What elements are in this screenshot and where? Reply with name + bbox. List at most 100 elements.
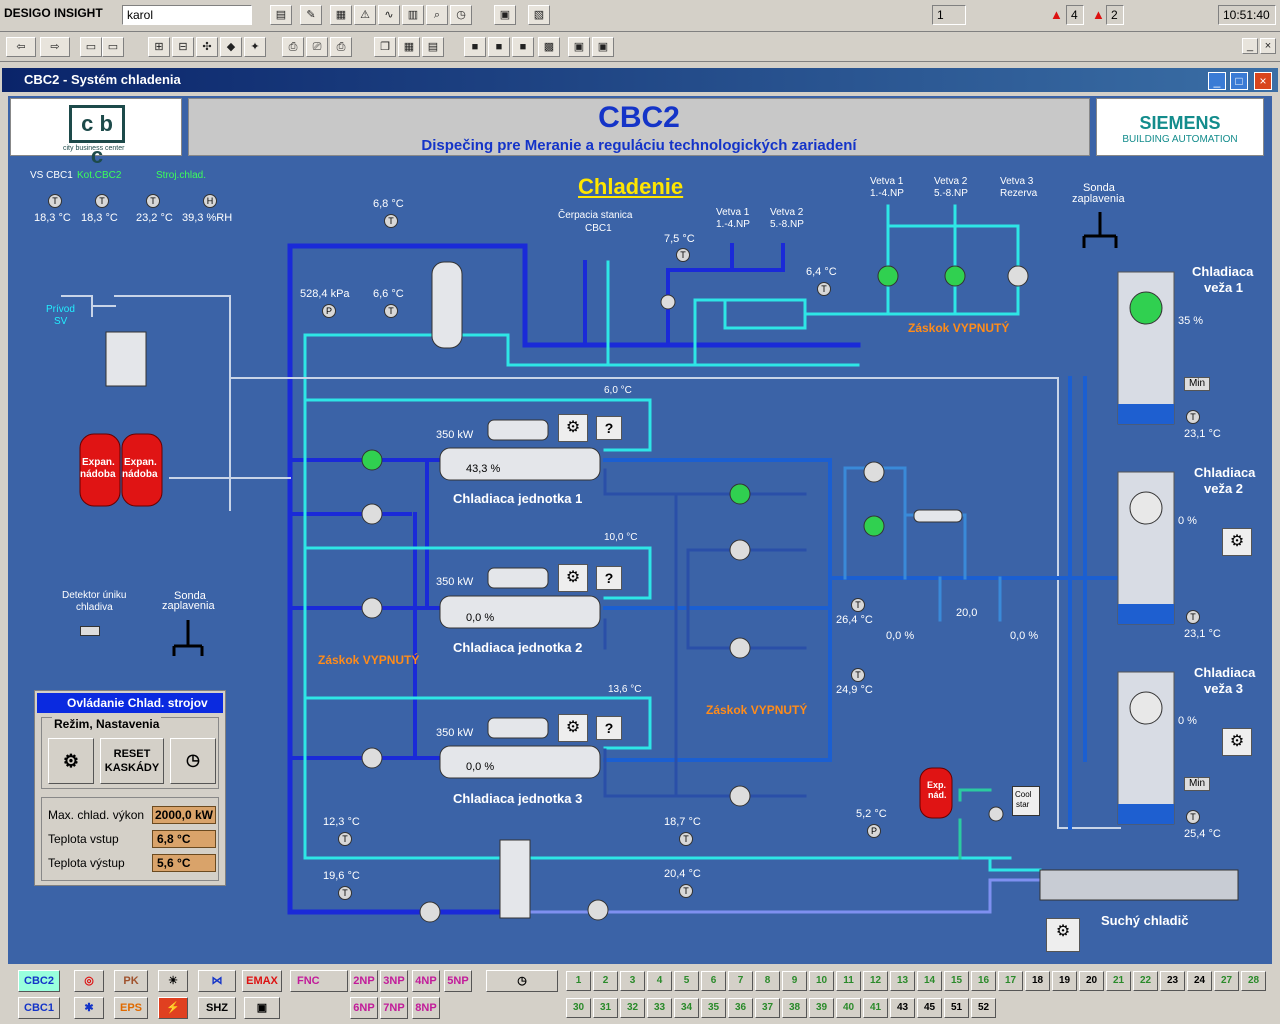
page-button-7[interactable]: 7 bbox=[728, 971, 753, 991]
square-icon[interactable]: ■ bbox=[464, 37, 486, 57]
temp-sensor-icon[interactable]: T bbox=[851, 598, 865, 612]
chiller3-name[interactable]: Chladiaca jednotka 3 bbox=[453, 791, 583, 806]
alarm-bell-icon-2[interactable]: ▲ bbox=[1092, 7, 1105, 22]
settings-icon[interactable]: ⚙ bbox=[558, 564, 588, 592]
page-button-38[interactable]: 38 bbox=[782, 998, 807, 1018]
page-button-21[interactable]: 21 bbox=[1106, 971, 1131, 991]
alarm-bell-icon[interactable]: ▲ bbox=[1050, 7, 1063, 22]
table-icon[interactable]: ▦ bbox=[398, 37, 420, 57]
user-field[interactable]: karol bbox=[122, 5, 252, 25]
temp-sensor-icon[interactable]: T bbox=[95, 194, 109, 208]
page-button-35[interactable]: 35 bbox=[701, 998, 726, 1018]
page-button-20[interactable]: 20 bbox=[1079, 971, 1104, 991]
page-button-52[interactable]: 52 bbox=[971, 998, 996, 1018]
copy-icon[interactable]: ❐ bbox=[374, 37, 396, 57]
nav-pk[interactable]: PK bbox=[114, 970, 148, 992]
page-button-22[interactable]: 22 bbox=[1133, 971, 1158, 991]
page-button-6[interactable]: 6 bbox=[701, 971, 726, 991]
chiller1-name[interactable]: Chladiaca jednotka 1 bbox=[453, 491, 583, 506]
temp-sensor-icon[interactable]: T bbox=[338, 832, 352, 846]
minimize-icon[interactable]: _ bbox=[1242, 38, 1258, 54]
bell-icon[interactable]: ⚠ bbox=[354, 5, 376, 25]
app-name[interactable]: DESIGO INSIGHT bbox=[4, 6, 103, 20]
mode-settings-button[interactable]: ⚙ bbox=[48, 738, 94, 784]
page-button-19[interactable]: 19 bbox=[1052, 971, 1077, 991]
help-icon[interactable]: ? bbox=[596, 566, 622, 590]
coolstar-unit[interactable] bbox=[1012, 786, 1040, 816]
reset-cascade-button[interactable]: RESET KASKÁDY bbox=[100, 738, 164, 784]
max-power-value[interactable]: 2000,0 kW bbox=[152, 806, 216, 824]
nav-6np[interactable]: 6NP bbox=[350, 997, 378, 1019]
page-button-43[interactable]: 43 bbox=[890, 998, 915, 1018]
page-button-41[interactable]: 41 bbox=[863, 998, 888, 1018]
props-icon[interactable]: ▤ bbox=[422, 37, 444, 57]
nav-cbc2[interactable]: CBC2 bbox=[18, 970, 60, 992]
temp-sensor-icon[interactable]: T bbox=[1186, 810, 1200, 824]
printer2-icon[interactable]: ⎙ bbox=[330, 37, 352, 57]
win4-icon[interactable]: ▣ bbox=[592, 37, 614, 57]
nav-icon[interactable]: ✣ bbox=[196, 37, 218, 57]
window-icon[interactable]: ▭ bbox=[80, 37, 102, 57]
nav-emax[interactable]: EMAX bbox=[242, 970, 282, 992]
square3-icon[interactable]: ■ bbox=[512, 37, 534, 57]
page-button-51[interactable]: 51 bbox=[944, 998, 969, 1018]
page-button-24[interactable]: 24 bbox=[1187, 971, 1212, 991]
nav-shz[interactable]: SHZ bbox=[198, 997, 236, 1019]
page-button-30[interactable]: 30 bbox=[566, 998, 591, 1018]
nav-8np[interactable]: 8NP bbox=[412, 997, 440, 1019]
page-count[interactable]: 1 bbox=[932, 5, 966, 25]
search-icon[interactable]: ⌕ bbox=[426, 5, 448, 25]
alarm-count-1[interactable]: 4 bbox=[1066, 5, 1084, 25]
book-icon[interactable]: ▥ bbox=[402, 5, 424, 25]
nav-snow-icon[interactable]: ✱ bbox=[74, 997, 104, 1019]
page-button-28[interactable]: 28 bbox=[1241, 971, 1266, 991]
page-button-18[interactable]: 18 bbox=[1025, 971, 1050, 991]
page-button-36[interactable]: 36 bbox=[728, 998, 753, 1018]
settings-icon[interactable]: ⚙ bbox=[558, 714, 588, 742]
tree-icon[interactable]: ⊞ bbox=[148, 37, 170, 57]
star-icon[interactable]: ✦ bbox=[244, 37, 266, 57]
trend-icon[interactable]: ∿ bbox=[378, 5, 400, 25]
temp-sensor-icon[interactable]: T bbox=[676, 248, 690, 262]
tower3-min-button[interactable]: Min bbox=[1184, 777, 1210, 791]
temp-sensor-icon[interactable]: T bbox=[338, 886, 352, 900]
nav-7np[interactable]: 7NP bbox=[380, 997, 408, 1019]
page-button-27[interactable]: 27 bbox=[1214, 971, 1239, 991]
settings-icon[interactable]: ⚙ bbox=[558, 414, 588, 442]
preview-icon[interactable]: ⎚ bbox=[306, 37, 328, 57]
outlet-temp-value[interactable]: 5,6 °C bbox=[152, 854, 216, 872]
temp-sensor-icon[interactable]: T bbox=[1186, 610, 1200, 624]
temp-sensor-icon[interactable]: T bbox=[48, 194, 62, 208]
temp-sensor-icon[interactable]: T bbox=[817, 282, 831, 296]
page-button-32[interactable]: 32 bbox=[620, 998, 645, 1018]
nav-valve-icon[interactable]: ⋈ bbox=[198, 970, 236, 992]
win-close-icon[interactable]: × bbox=[1254, 72, 1272, 90]
page-button-33[interactable]: 33 bbox=[647, 998, 672, 1018]
page-button-23[interactable]: 23 bbox=[1160, 971, 1185, 991]
nav-clock-icon[interactable]: ◷ bbox=[486, 970, 558, 992]
temp-sensor-icon[interactable]: T bbox=[679, 884, 693, 898]
nav-5np[interactable]: 5NP bbox=[444, 970, 472, 992]
chiller2-name[interactable]: Chladiaca jednotka 2 bbox=[453, 640, 583, 655]
pressure-sensor-icon[interactable]: P bbox=[322, 304, 336, 318]
win-minimize-icon[interactable]: _ bbox=[1208, 72, 1226, 90]
temp-sensor-icon[interactable]: T bbox=[1186, 410, 1200, 424]
nav-4np[interactable]: 4NP bbox=[412, 970, 440, 992]
back-icon[interactable]: ⇦ bbox=[6, 37, 36, 57]
clock-icon[interactable]: ◷ bbox=[450, 5, 472, 25]
nav-power-icon[interactable]: ⚡ bbox=[158, 997, 188, 1019]
temp-sensor-icon[interactable]: T bbox=[146, 194, 160, 208]
page-button-9[interactable]: 9 bbox=[782, 971, 807, 991]
page-button-31[interactable]: 31 bbox=[593, 998, 618, 1018]
window2-icon[interactable]: ▭ bbox=[102, 37, 124, 57]
help-icon[interactable]: ? bbox=[596, 416, 622, 440]
nav-light-icon[interactable]: ☀ bbox=[158, 970, 188, 992]
print-icon[interactable]: ▤ bbox=[270, 5, 292, 25]
settings-icon[interactable]: ⚙ bbox=[1222, 528, 1252, 556]
printer-icon[interactable]: ⎙ bbox=[282, 37, 304, 57]
page-button-13[interactable]: 13 bbox=[890, 971, 915, 991]
page-button-10[interactable]: 10 bbox=[809, 971, 834, 991]
nav-eps[interactable]: EPS bbox=[114, 997, 148, 1019]
tool-icon[interactable]: ✎ bbox=[300, 5, 322, 25]
schedule-clock-button[interactable]: ◷ bbox=[170, 738, 216, 784]
